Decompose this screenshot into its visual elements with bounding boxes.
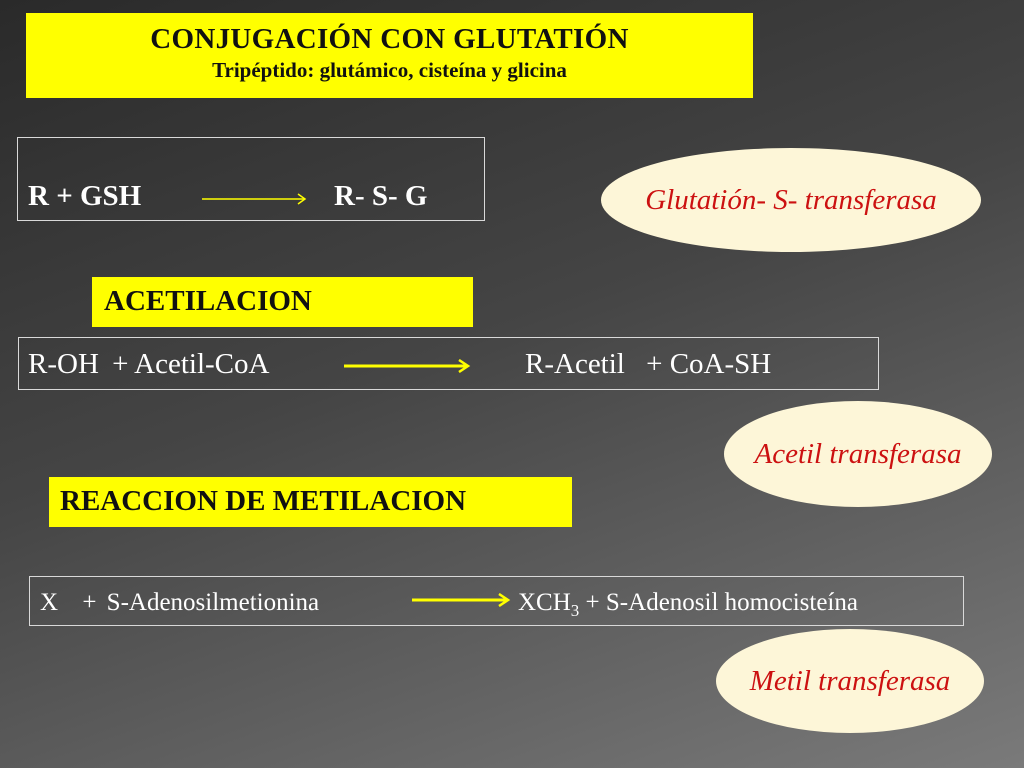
enzyme-label: Glutatión- S- transferasa xyxy=(645,183,937,216)
reaction-arrow xyxy=(344,359,471,373)
product-base: XCH xyxy=(518,589,571,616)
product-r-acetil: R-Acetil xyxy=(525,348,625,380)
enzyme-metil-transferasa: Metil transferasa xyxy=(716,629,984,733)
reactant-x: X xyxy=(40,589,59,616)
byproduct-coa-sh: CoA-SH xyxy=(669,348,772,380)
slide-subtitle: Tripéptido: glutámico, cisteína y glicin… xyxy=(212,58,567,82)
plus-sign: + xyxy=(56,180,73,212)
title-box: CONJUGACIÓN CON GLUTATIÓN Tripéptido: gl… xyxy=(26,13,753,98)
enzyme-label: Metil transferasa xyxy=(749,664,951,697)
reactant-r: R xyxy=(28,180,49,212)
plus-sign: + xyxy=(646,348,663,380)
byproduct-s-adenosil-homocisteina: S-Adenosil homocisteína xyxy=(605,589,858,616)
glutathione-reactants: R + GSH xyxy=(28,180,141,213)
product-subscript: 3 xyxy=(570,601,580,620)
methylation-heading: REACCION DE METILACION xyxy=(49,477,572,527)
plus-sign: + xyxy=(585,589,600,616)
glutathione-reaction-box: R + GSH R- S- G xyxy=(17,137,485,221)
reagent-gsh: GSH xyxy=(79,180,142,212)
plus-sign: + xyxy=(82,589,97,616)
methylation-heading-text: REACCION DE METILACION xyxy=(60,485,467,517)
enzyme-acetil-transferasa: Acetil transferasa xyxy=(724,401,992,507)
plus-sign: + xyxy=(112,348,129,380)
reagent-s-adenosilmetionina: S-Adenosilmetionina xyxy=(106,589,320,616)
methylation-reaction-box: X + S-Adenosilmetionina XCH3 + S-Adenosi… xyxy=(29,576,964,626)
methylation-reactants: X + S-Adenosilmetionina xyxy=(40,589,319,617)
methylation-products: XCH3 + S-Adenosil homocisteína xyxy=(518,589,858,621)
acetylation-reaction-box: R-OH + Acetil-CoA R-Acetil + CoA-SH xyxy=(18,337,879,390)
slide-title: CONJUGACIÓN CON GLUTATIÓN xyxy=(150,23,629,55)
acetylation-products: R-Acetil + CoA-SH xyxy=(525,348,771,381)
acetylation-heading: ACETILACION xyxy=(92,277,473,327)
acetylation-reactants: R-OH + Acetil-CoA xyxy=(28,348,269,381)
reactant-roh: R-OH xyxy=(28,348,99,380)
glutathione-product: R- S- G xyxy=(334,180,428,212)
reagent-acetil-coa: Acetil-CoA xyxy=(134,348,270,380)
enzyme-glutathione-s-transferase: Glutatión- S- transferasa xyxy=(601,148,981,252)
enzyme-label: Acetil transferasa xyxy=(754,437,962,470)
acetylation-heading-text: ACETILACION xyxy=(104,285,312,317)
product-xch3: XCH3 xyxy=(518,589,579,620)
reaction-arrow xyxy=(202,193,307,205)
reaction-arrow xyxy=(412,593,511,607)
